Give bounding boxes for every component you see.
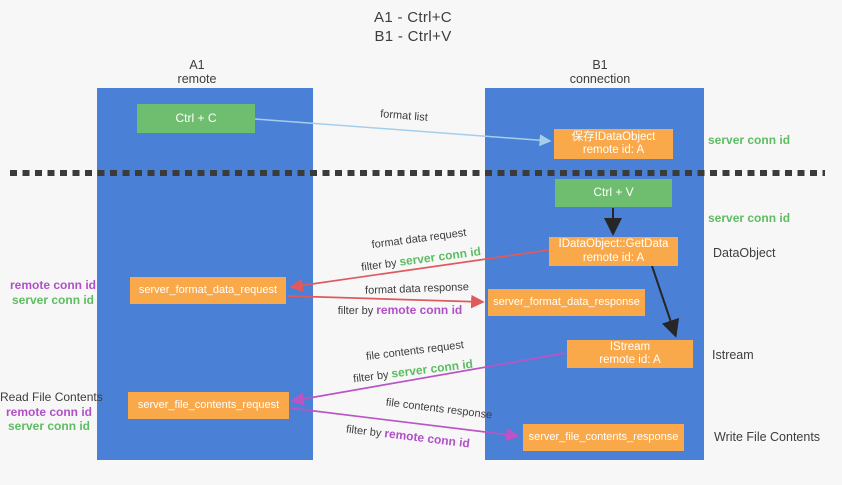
label-server-conn-id-left-2: server conn id — [7, 419, 91, 433]
node-server-file-contents-request: server_file_contents_request — [128, 392, 289, 419]
title-line-1: A1 - Ctrl+C — [374, 9, 452, 26]
label-server-conn-id-top: server conn id — [708, 133, 791, 147]
label-write-file-contents: Write File Contents — [714, 430, 821, 444]
label-filter-by-remote-conn-id-2: filter by remote conn id — [323, 419, 493, 454]
lifeline-header-a1: A1 remote — [142, 58, 252, 86]
left-conn-id-labels-mid: remote conn id server conn id — [8, 278, 98, 307]
filter-by-text: filter by — [345, 423, 386, 441]
label-istream: Istream — [712, 348, 754, 362]
server-format-data-response-label: server_format_data_response — [493, 295, 640, 308]
lifeline-b1-name: B1 — [592, 58, 608, 72]
istream-line2: remote id: A — [599, 354, 661, 366]
title-line-2: B1 - Ctrl+V — [374, 28, 452, 45]
server-conn-id-text: server conn id — [390, 356, 474, 381]
lifeline-header-b1: B1 connection — [545, 58, 655, 86]
save-idataobject-line2: remote id: A — [582, 144, 645, 156]
label-format-list: format list — [379, 108, 429, 124]
filter-by-text: filter by — [360, 256, 401, 274]
left-read-file-contents-block: Read File Contents remote conn id server… — [0, 390, 103, 434]
arrow-format-data-response — [287, 294, 485, 309]
server-file-contents-response-label: server_file_contents_response — [528, 430, 679, 443]
node-server-format-data-response: server_format_data_response — [488, 289, 645, 316]
node-server-file-contents-response: server_file_contents_response — [523, 424, 684, 451]
diagram-title: A1 - Ctrl+C B1 - Ctrl+V — [313, 8, 513, 46]
label-remote-conn-id-left-1: remote conn id — [9, 278, 96, 292]
server-conn-id-text: server conn id — [398, 244, 482, 269]
filter-by-text: filter by — [337, 305, 377, 317]
filter-by-text: filter by — [352, 368, 393, 386]
node-istream: IStream remote id: A — [567, 340, 693, 368]
remote-conn-id-text: remote conn id — [376, 303, 463, 317]
remote-conn-id-text: remote conn id — [383, 426, 471, 451]
label-read-file-contents: Read File Contents — [0, 390, 103, 404]
lifeline-a1-name: A1 — [189, 58, 205, 72]
node-ctrl-c-label: Ctrl + C — [175, 110, 217, 125]
getdata-line2: remote id: A — [582, 251, 645, 264]
node-server-format-data-request: server_format_data_request — [130, 277, 286, 304]
server-format-data-request-label: server_format_data_request — [138, 283, 278, 296]
node-ctrl-v-label: Ctrl + V — [593, 185, 634, 200]
save-idataobject-line1: 保存IDataObject — [571, 130, 656, 143]
lifeline-b1-role: connection — [569, 72, 631, 86]
label-remote-conn-id-left-2: remote conn id — [5, 404, 92, 419]
istream-line1: IStream — [609, 340, 651, 353]
node-idataobject-getdata: IDataObject::GetData remote id: A — [549, 237, 678, 266]
lifeline-a1-role: remote — [177, 72, 217, 86]
label-dataobject: DataObject — [713, 246, 776, 260]
server-file-contents-request-label: server_file_contents_request — [137, 398, 280, 411]
getdata-line1: IDataObject::GetData — [558, 238, 669, 250]
label-server-conn-id-mid: server conn id — [708, 211, 791, 225]
label-format-data-response: format data response — [364, 281, 470, 297]
node-ctrl-v: Ctrl + V — [555, 179, 672, 207]
dotted-separator — [10, 170, 825, 176]
node-ctrl-c: Ctrl + C — [137, 104, 255, 133]
label-server-conn-id-left-1: server conn id — [11, 292, 95, 307]
label-filter-by-remote-conn-id-1: filter by remote conn id — [315, 303, 485, 317]
node-save-idataobject: 保存IDataObject remote id: A — [554, 129, 673, 159]
